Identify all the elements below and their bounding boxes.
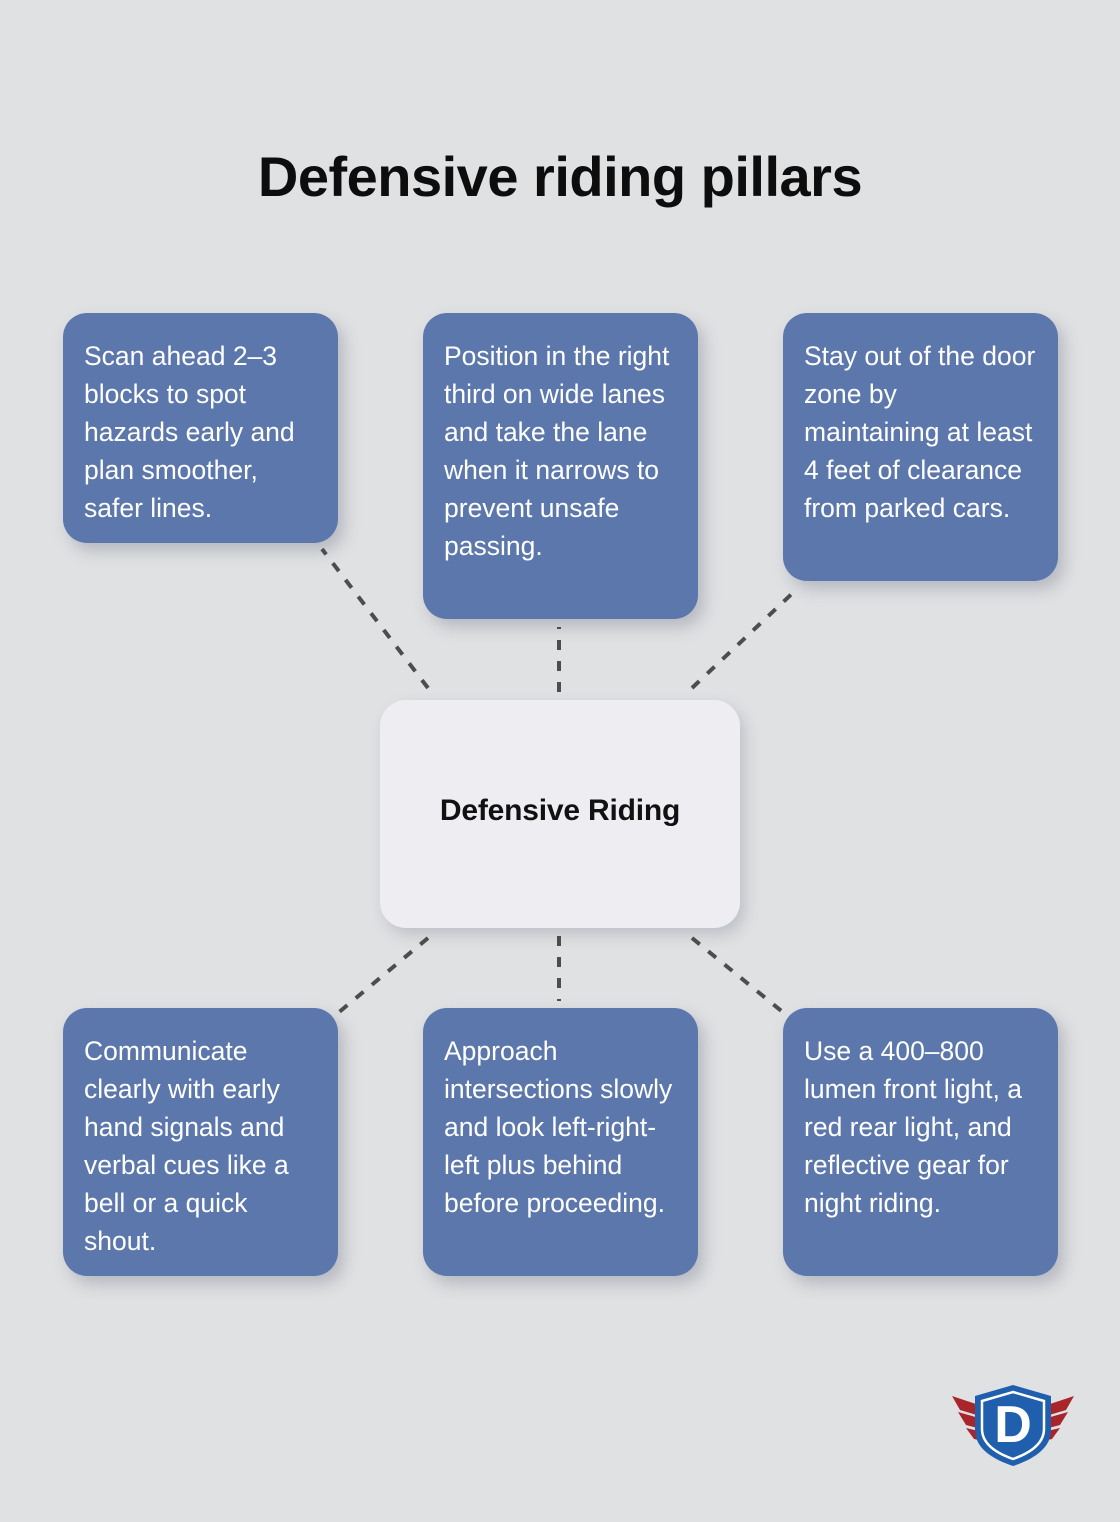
center-node[interactable]: Defensive Riding bbox=[380, 700, 740, 928]
brand-logo-icon: D bbox=[952, 1385, 1074, 1466]
pillar-card-communicate[interactable]: Communicate clearly with early hand sign… bbox=[63, 1008, 338, 1276]
pillar-card-intersections[interactable]: Approach intersections slowly and look l… bbox=[423, 1008, 698, 1276]
connector-center-to-pillar-4 bbox=[330, 936, 430, 1020]
logo-shield-inner-outline bbox=[980, 1390, 1046, 1461]
pillar-card-lighting[interactable]: Use a 400–800 lumen front light, a red r… bbox=[783, 1008, 1058, 1276]
connector-center-to-pillar-1 bbox=[320, 547, 430, 690]
logo-shield-outer bbox=[975, 1385, 1051, 1466]
page-title: Defensive riding pillars bbox=[257, 144, 863, 208]
logo-letter: D bbox=[994, 1396, 1032, 1454]
pillar-card-lane-position[interactable]: Position in the right third on wide lane… bbox=[423, 313, 698, 619]
connector-center-to-pillar-6 bbox=[690, 936, 792, 1020]
pillar-card-door-zone[interactable]: Stay out of the door zone by maintaining… bbox=[783, 313, 1058, 581]
pillar-card-scan-ahead[interactable]: Scan ahead 2–3 blocks to spot hazards ea… bbox=[63, 313, 338, 543]
center-node-label: Defensive Riding bbox=[439, 794, 681, 827]
connector-center-to-pillar-3 bbox=[690, 586, 800, 690]
